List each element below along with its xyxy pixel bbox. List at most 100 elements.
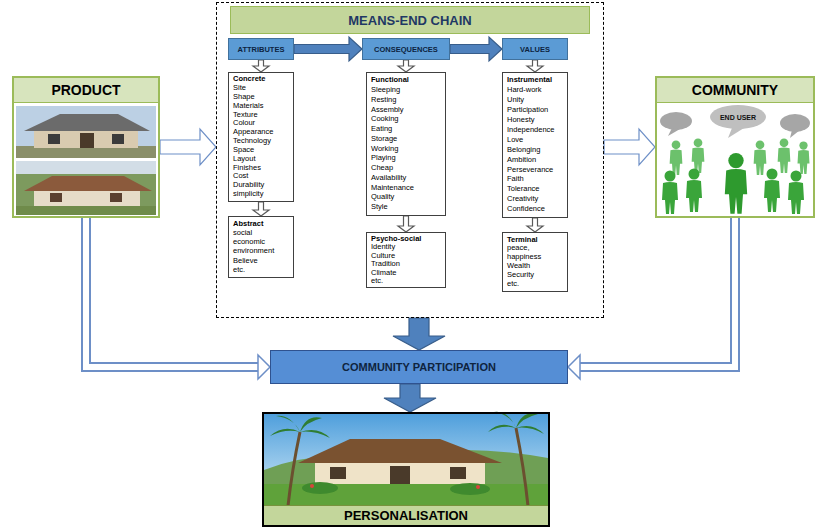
arrow-shape [384, 384, 436, 412]
list-item: etc. [507, 280, 519, 288]
arrow-shape [253, 202, 269, 216]
photo-bush [450, 483, 490, 495]
product-photos [16, 106, 156, 215]
photo-sky [264, 414, 548, 506]
palm-trunk [288, 432, 300, 506]
list-item: environment [233, 247, 274, 255]
person-figure [788, 171, 804, 215]
house-window [50, 193, 62, 202]
speech-bubble-tail [668, 128, 680, 136]
list-item: Culture [371, 252, 395, 260]
list-box: InstrumentalHard-workUnityParticipationH… [502, 72, 568, 218]
list-heading: Functional [371, 76, 409, 84]
panel-title: COMMUNITY [657, 78, 813, 103]
list-item: economic [233, 238, 265, 246]
photo-trees [16, 161, 156, 215]
list-item: simplicity [233, 190, 263, 198]
block-arrow [527, 218, 543, 232]
arrow-shape [450, 37, 502, 61]
list-item: Working [371, 145, 398, 153]
picture-panel: COMMUNITY [655, 76, 815, 218]
arrow-shape [160, 129, 216, 165]
block-arrow [398, 60, 414, 72]
list-item: Unity [507, 96, 524, 104]
process-box: COMMUNITY PARTICIPATION [270, 350, 568, 384]
list-item: Durability [233, 181, 264, 189]
photo-bush [302, 482, 338, 494]
photo-ground [16, 206, 156, 215]
category-header: CONSEQUENCES [374, 45, 438, 54]
list-item: Maintenance [371, 184, 414, 192]
outcome-label: PERSONALISATION [264, 505, 548, 525]
elbow-arrow [568, 218, 735, 379]
list-heading: Instrumental [507, 76, 552, 84]
arrow-shape [393, 318, 445, 350]
house-roof [24, 176, 152, 191]
person-figure [662, 171, 678, 215]
photo-sky [16, 161, 156, 174]
house-window [330, 467, 346, 479]
arrow-head [258, 355, 270, 379]
list-item: Cost [233, 172, 248, 180]
palm-fronds [270, 416, 330, 438]
block-arrow [450, 37, 502, 61]
list-item: Love [507, 136, 523, 144]
speech-bubble [660, 112, 692, 130]
list-heading: Psycho-social [371, 235, 421, 243]
speech-bubble-tail [728, 128, 744, 138]
house-roof [24, 114, 150, 131]
list-item: Climate [371, 269, 396, 277]
list-item: Site [233, 84, 246, 92]
block-arrow [160, 129, 216, 165]
block-arrow [253, 202, 269, 216]
block-arrow [398, 216, 414, 232]
list-item: Independence [507, 126, 555, 134]
block-arrow [527, 60, 543, 72]
block-arrow [253, 60, 269, 72]
list-item: etc. [371, 277, 383, 285]
category-box: CONSEQUENCES [362, 38, 450, 60]
list-item: Quality [371, 193, 394, 201]
category-header: ATTRIBUTES [238, 45, 285, 54]
elbow-arrow [86, 218, 270, 379]
list-item: Sleeping [371, 86, 400, 94]
person-figure [778, 138, 791, 173]
list-item: Perseverance [507, 166, 553, 174]
picture-panel: PRODUCT [12, 76, 160, 218]
list-item: Belonging [507, 146, 540, 154]
list-item: Assembly [371, 106, 404, 114]
category-box: ATTRIBUTES [228, 38, 294, 60]
block-arrow [393, 318, 445, 350]
list-box: FunctionalSleepingRestingAssemblyCooking… [366, 72, 446, 216]
house-window [110, 193, 122, 202]
arrow-shape [253, 60, 269, 72]
list-box: Psycho-socialIdentityCultureTraditionCli… [366, 232, 446, 288]
list-item: Finishes [233, 164, 261, 172]
speech-bubble [710, 105, 766, 129]
list-item: Resting [371, 96, 396, 104]
house-roof [298, 439, 502, 463]
list-item: Believe [233, 257, 258, 265]
list-item: Wealth [507, 262, 530, 270]
list-item: Colour [233, 119, 255, 127]
house-window [112, 134, 124, 144]
list-item: Texture [233, 111, 258, 119]
palm-fronds [488, 412, 544, 434]
process-label: COMMUNITY PARTICIPATION [342, 361, 496, 373]
list-box: ConcreteSiteShapeMaterialsTextureColourA… [228, 72, 294, 202]
list-item: etc. [233, 266, 245, 274]
means-end-chain-frame: MEANS-END CHAINATTRIBUTESCONSEQUENCESVAL… [216, 2, 604, 318]
list-item: Faith [507, 175, 524, 183]
person-figure [686, 169, 702, 213]
list-item: Style [371, 203, 388, 211]
photo-flower [476, 485, 480, 489]
list-item: Identity [371, 243, 395, 251]
list-heading: Terminal [507, 236, 538, 244]
person-figure [692, 138, 705, 173]
photo-flower [310, 484, 314, 488]
palm-trunk [516, 428, 528, 506]
house-wall [315, 461, 485, 485]
speech-bubble [780, 114, 810, 132]
list-item: Layout [233, 155, 256, 163]
